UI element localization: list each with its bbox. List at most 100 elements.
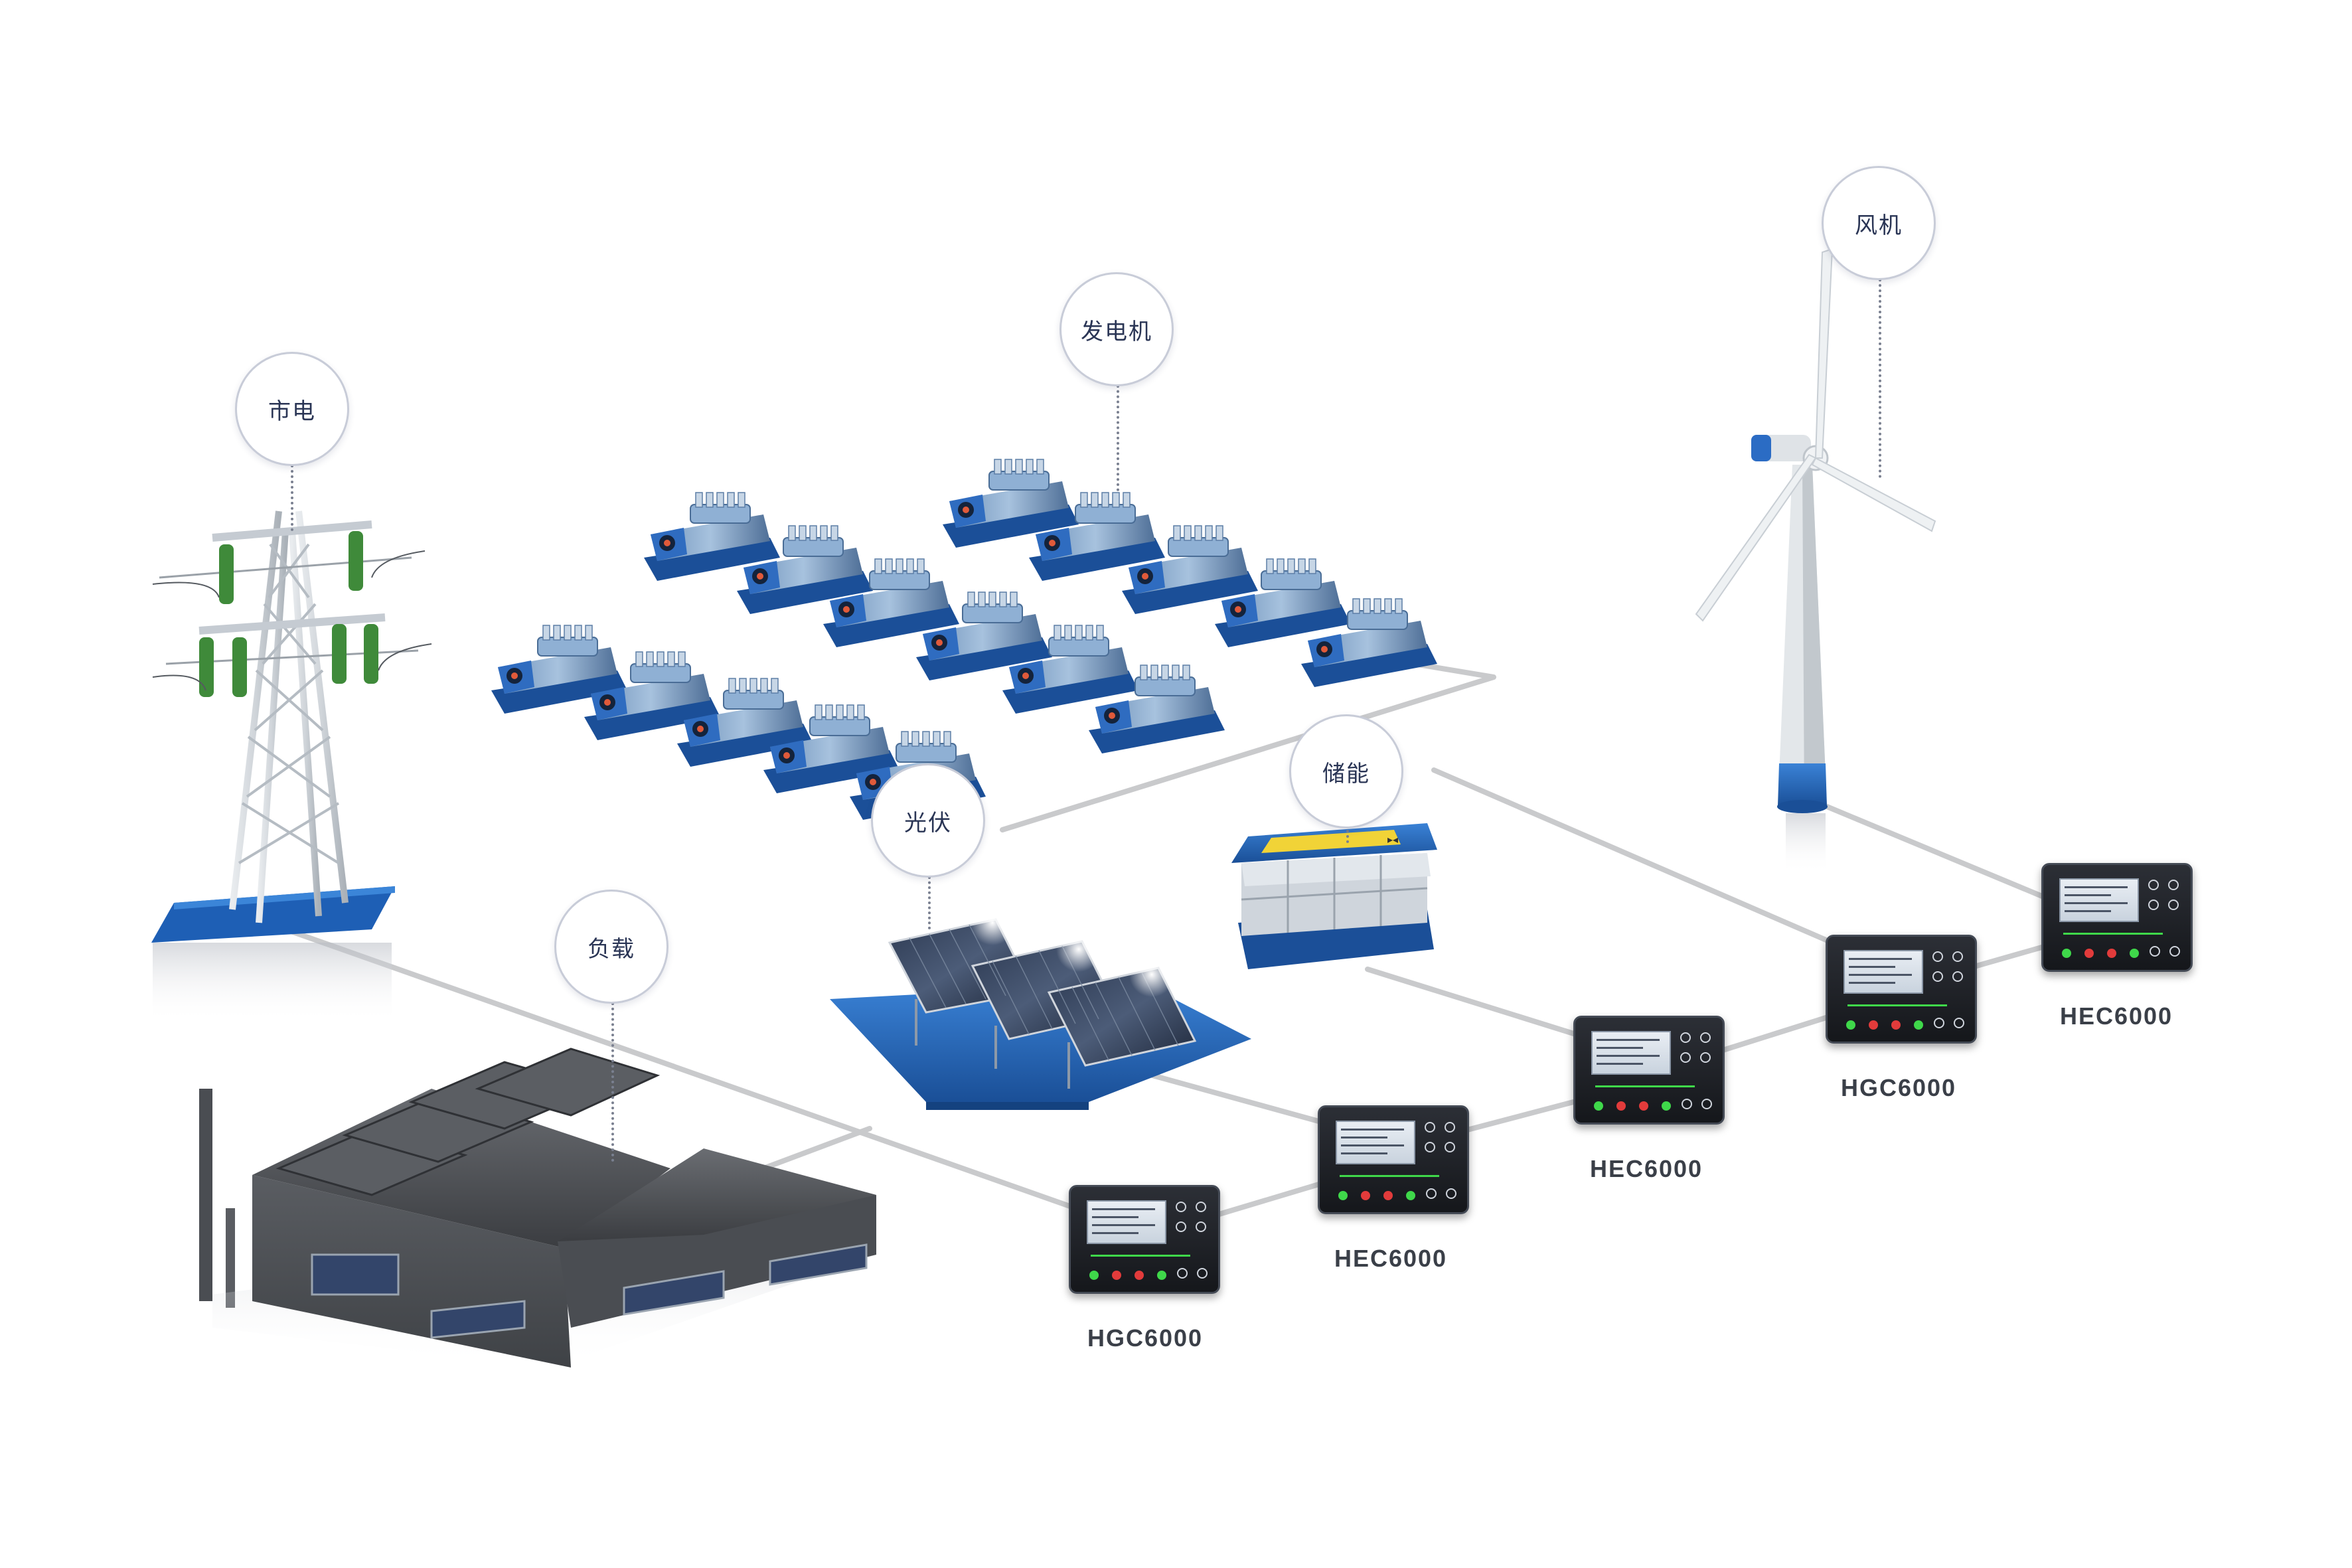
controller-bus-indicator (1091, 1255, 1190, 1257)
generator-unit (1029, 492, 1165, 581)
wind-turbine-illustration (1695, 248, 1936, 873)
generator-unit (1122, 525, 1258, 614)
load-label-text: 负载 (588, 935, 635, 963)
controller-led (1662, 1101, 1671, 1111)
controller-screen (2059, 878, 2139, 922)
controller-button[interactable] (1426, 1188, 1437, 1199)
line-wind-to-controller (1816, 801, 2061, 905)
controller-button[interactable] (2148, 880, 2159, 890)
controller-led (1383, 1191, 1393, 1200)
controller-button[interactable] (1197, 1268, 1208, 1279)
factory-illustration (199, 1048, 876, 1368)
controller-button[interactable] (1176, 1202, 1186, 1212)
controller-button[interactable] (1176, 1221, 1186, 1232)
controller-button[interactable] (2148, 900, 2159, 910)
controller-button[interactable] (1701, 1099, 1712, 1109)
controller-led (1869, 1020, 1878, 1030)
controller-bus-indicator (1595, 1085, 1695, 1087)
controller-led (1089, 1271, 1099, 1280)
pv-label-text: 光伏 (904, 809, 952, 836)
controller-led (1361, 1191, 1370, 1200)
generator-unit (644, 492, 780, 581)
generator-unit (584, 651, 720, 740)
controller-button[interactable] (2150, 946, 2160, 957)
controller-led (1914, 1020, 1923, 1030)
controller-button[interactable] (1700, 1032, 1711, 1043)
controller-button[interactable] (1932, 951, 1943, 962)
line-grid-to-controller (283, 927, 1078, 1211)
generator-unit (737, 525, 873, 614)
controller-button[interactable] (1952, 971, 1963, 982)
generator-unit (1301, 598, 1437, 687)
generator-leader-line (1117, 385, 1119, 491)
controller-button[interactable] (1700, 1052, 1711, 1063)
controller-button[interactable] (1934, 1018, 1944, 1028)
controller-button[interactable] (2168, 880, 2179, 890)
controller-button[interactable] (1680, 1052, 1691, 1063)
controller-screen (1087, 1200, 1166, 1244)
controller-button[interactable] (2168, 900, 2179, 910)
line-generator-to-controller (1431, 767, 1835, 945)
controller-button[interactable] (1196, 1202, 1206, 1212)
controller-screen (1843, 950, 1923, 994)
line-pv-to-controller (1126, 1066, 1324, 1125)
controller-button[interactable] (2169, 946, 2180, 957)
controller-led (1846, 1020, 1855, 1030)
generator-unit (823, 558, 959, 647)
line-controller-chain-3 (1703, 1013, 1835, 1058)
controller-button[interactable] (1425, 1122, 1435, 1133)
grid-label-text: 市电 (268, 398, 316, 425)
generator-unit (916, 591, 1052, 680)
solar-pv-illustration (830, 900, 1251, 1110)
controller-button[interactable] (1952, 951, 1963, 962)
grid-leader-line (291, 465, 293, 531)
controller-button[interactable] (1446, 1188, 1456, 1199)
svg-text:▸◂: ▸◂ (1387, 833, 1398, 846)
generator-unit (491, 625, 627, 714)
controller-led (1616, 1101, 1626, 1111)
controller-button[interactable] (1954, 1018, 1964, 1028)
controller-led (2130, 949, 2139, 958)
controller-2-model: HEC6000 (1334, 1245, 1448, 1272)
controller-unit-2 (1318, 1105, 1469, 1214)
controller-button[interactable] (1932, 971, 1943, 982)
grid-label: 市电 (235, 352, 349, 466)
line-load-to-bus (761, 1126, 872, 1171)
pv-leader-line (928, 876, 931, 929)
controller-led (1135, 1271, 1144, 1280)
controller-led (1338, 1191, 1348, 1200)
wind-label-text: 风机 (1855, 212, 1903, 239)
controller-5-model: HEC6000 (2059, 1002, 2173, 1030)
controller-button[interactable] (1177, 1268, 1188, 1279)
controller-bus-indicator (1847, 1004, 1947, 1006)
generator-unit (1215, 558, 1351, 647)
energy-storage-illustration: ▸◂ (1231, 823, 1437, 969)
load-leader-line (611, 1002, 614, 1162)
load-label: 负载 (554, 890, 668, 1004)
controller-unit-5 (2041, 863, 2193, 972)
controller-3-model: HEC6000 (1589, 1155, 1703, 1182)
controller-1-model: HGC6000 (1087, 1324, 1204, 1352)
controller-led (2107, 949, 2116, 958)
controller-button[interactable] (1196, 1221, 1206, 1232)
controller-bus-indicator (1340, 1175, 1439, 1177)
wind-label: 风机 (1822, 166, 1936, 280)
controller-button[interactable] (1425, 1142, 1435, 1152)
controller-button[interactable] (1682, 1099, 1692, 1109)
controller-led (2062, 949, 2071, 958)
controller-button[interactable] (1445, 1142, 1455, 1152)
controller-button[interactable] (1680, 1032, 1691, 1043)
controller-led (1594, 1101, 1603, 1111)
controller-4-model: HGC6000 (1840, 1074, 1957, 1101)
generator-unit (763, 704, 900, 793)
wind-leader-line (1879, 279, 1881, 478)
controller-led (1157, 1271, 1166, 1280)
controller-unit-3 (1573, 1016, 1725, 1125)
generator-unit (1002, 625, 1138, 714)
storage-label: 储能 (1289, 714, 1403, 828)
controller-bus-indicator (2063, 933, 2163, 935)
controller-screen (1336, 1121, 1415, 1164)
controller-button[interactable] (1445, 1122, 1455, 1133)
line-storage-to-controller (1365, 967, 1583, 1038)
